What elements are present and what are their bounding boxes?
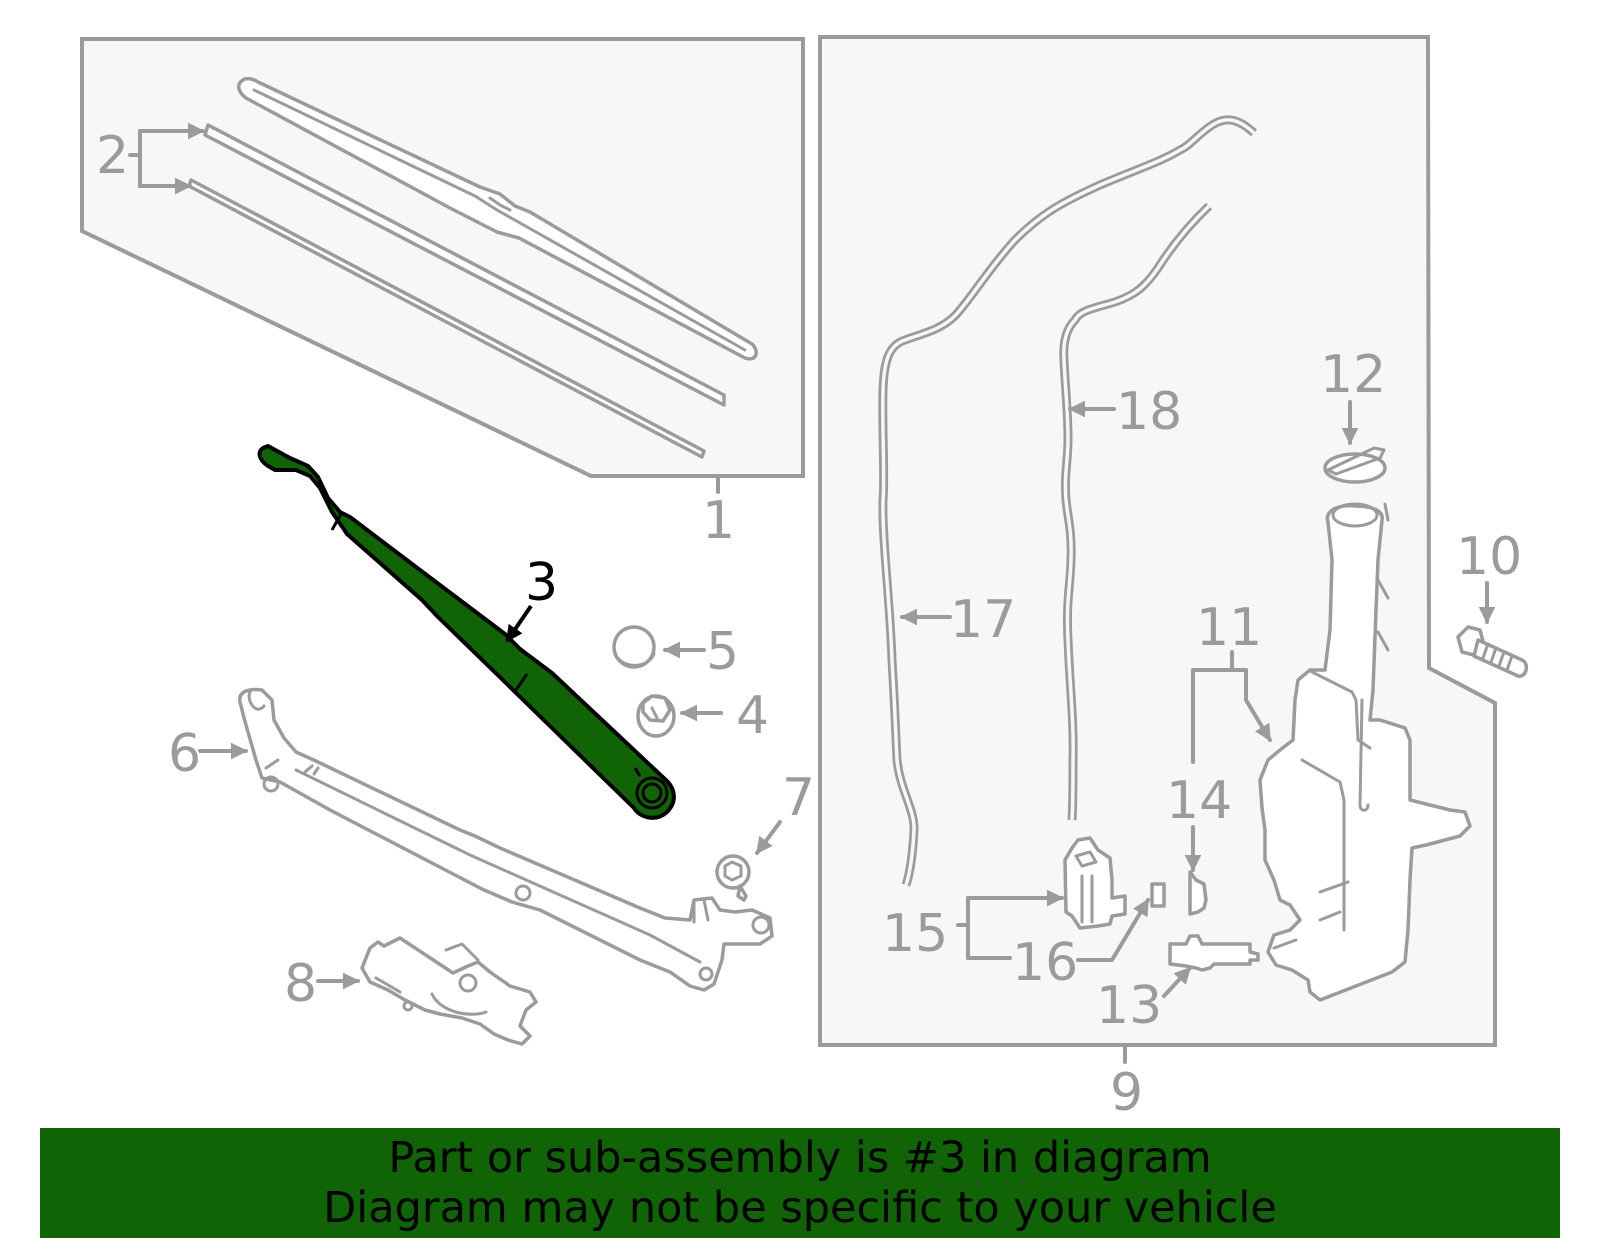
wiper-linkage[interactable] [238,687,774,992]
banner-vehicle-disclaimer: Diagram may not be specific to your vehi… [323,1183,1277,1233]
svg-text:15: 15 [882,904,948,964]
banner-part-notice: Part or sub-assembly is #3 in diagram [388,1133,1212,1183]
callout-18: 18 [1068,382,1182,442]
sensor-grommet[interactable] [1188,870,1208,916]
wiper-motor[interactable] [360,936,538,1046]
svg-text:3: 3 [525,553,558,613]
callout-8: 8 [284,954,360,1014]
svg-text:1: 1 [702,491,735,551]
svg-text:18: 18 [1116,382,1182,442]
washer-pump[interactable] [1063,836,1127,930]
callout-3: 3 [505,553,558,643]
reservoir-cap[interactable] [1323,446,1387,484]
svg-text:8: 8 [284,954,317,1014]
arm-nut[interactable] [636,694,676,738]
svg-text:17: 17 [950,590,1016,650]
callout-5: 5 [663,622,739,682]
callout-1: 1 [702,476,735,551]
wiper-refill-upper[interactable] [203,123,726,407]
callout-13: 13 [1096,966,1192,1036]
notice-banner: Part or sub-assembly is #3 in diagram Di… [40,1128,1560,1238]
washer-reservoir[interactable] [1258,502,1472,1002]
svg-text:7: 7 [782,768,815,828]
callout-12: 12 [1320,345,1386,445]
svg-text:6: 6 [168,724,201,784]
callout-17: 17 [900,590,1016,650]
svg-text:4: 4 [736,686,769,746]
svg-text:10: 10 [1456,527,1522,587]
washer-hose-17[interactable] [878,115,1258,887]
svg-text:11: 11 [1196,598,1262,658]
linkage-bolt[interactable] [715,854,751,902]
svg-text:9: 9 [1110,1063,1143,1123]
level-sensor[interactable] [1168,934,1260,972]
callout-9: 9 [1110,1045,1143,1123]
callout-14: 14 [1166,771,1232,872]
washer-hose-18[interactable] [1059,202,1213,821]
callout-15: 15 [882,889,1064,964]
svg-text:12: 12 [1320,345,1386,405]
arm-cap[interactable] [612,625,656,669]
callout-6: 6 [168,724,248,784]
svg-text:5: 5 [706,622,739,682]
callout-10: 10 [1456,527,1522,624]
reservoir-bolt[interactable] [1456,625,1529,678]
callout-11: 11 [1191,598,1272,764]
svg-text:14: 14 [1166,771,1232,831]
svg-text:13: 13 [1096,976,1162,1036]
wiper-arm-highlighted[interactable] [257,444,676,820]
wiper-blade[interactable] [237,76,758,361]
svg-text:16: 16 [1012,933,1078,993]
svg-text:2: 2 [96,126,129,186]
callout-4: 4 [680,686,769,746]
pump-grommet[interactable] [1150,882,1166,908]
callout-7: 7 [755,768,815,855]
callout-2: 2 [96,122,205,195]
callout-16: 16 [1012,898,1150,993]
